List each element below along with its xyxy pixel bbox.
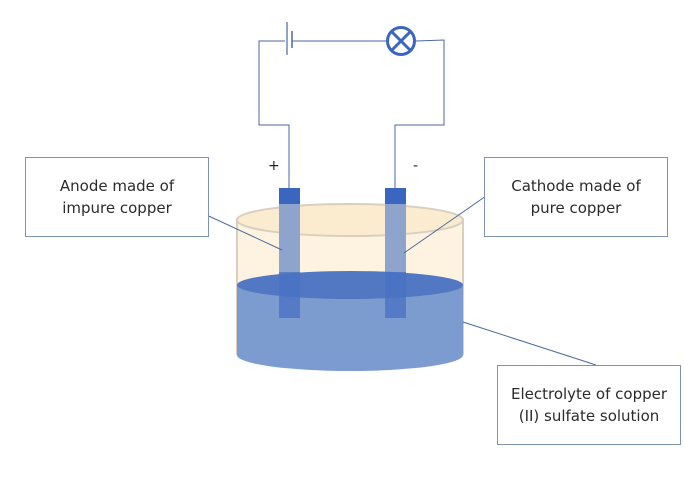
- cathode-label-line-2: pure copper: [530, 199, 622, 217]
- anode-label: Anode made of impure copper: [25, 157, 209, 237]
- anode-submerged: [279, 272, 300, 318]
- electrolyte: [237, 271, 463, 371]
- battery-cell-icon: [286, 22, 293, 55]
- negative-terminal-sign: -: [413, 158, 419, 174]
- electrolyte-label-line-1: Electrolyte of copper: [510, 385, 668, 403]
- positive-terminal-sign: +: [268, 158, 280, 174]
- electrolyte-label: Electrolyte of copper (II) sulfate solut…: [497, 365, 681, 445]
- electrolyte-leader-line: [462, 321, 597, 366]
- cathode-leader-line: [403, 195, 487, 254]
- lamp-icon: [386, 26, 416, 56]
- electrolyte-surface: [237, 271, 463, 299]
- anode-label-line-1: Anode made of: [59, 177, 175, 195]
- circuit-wires: [258, 39, 445, 188]
- right-wire: [394, 39, 445, 188]
- beaker-rim: [236, 203, 464, 237]
- left-wire: [258, 40, 290, 188]
- electrolyte-label-line-2: (II) sulfate solution: [518, 407, 660, 425]
- cathode-submerged: [385, 272, 406, 318]
- anode-label-line-2: impure copper: [62, 199, 172, 217]
- cathode-label: Cathode made of pure copper: [484, 157, 668, 237]
- cathode-label-line-1: Cathode made of: [511, 177, 641, 195]
